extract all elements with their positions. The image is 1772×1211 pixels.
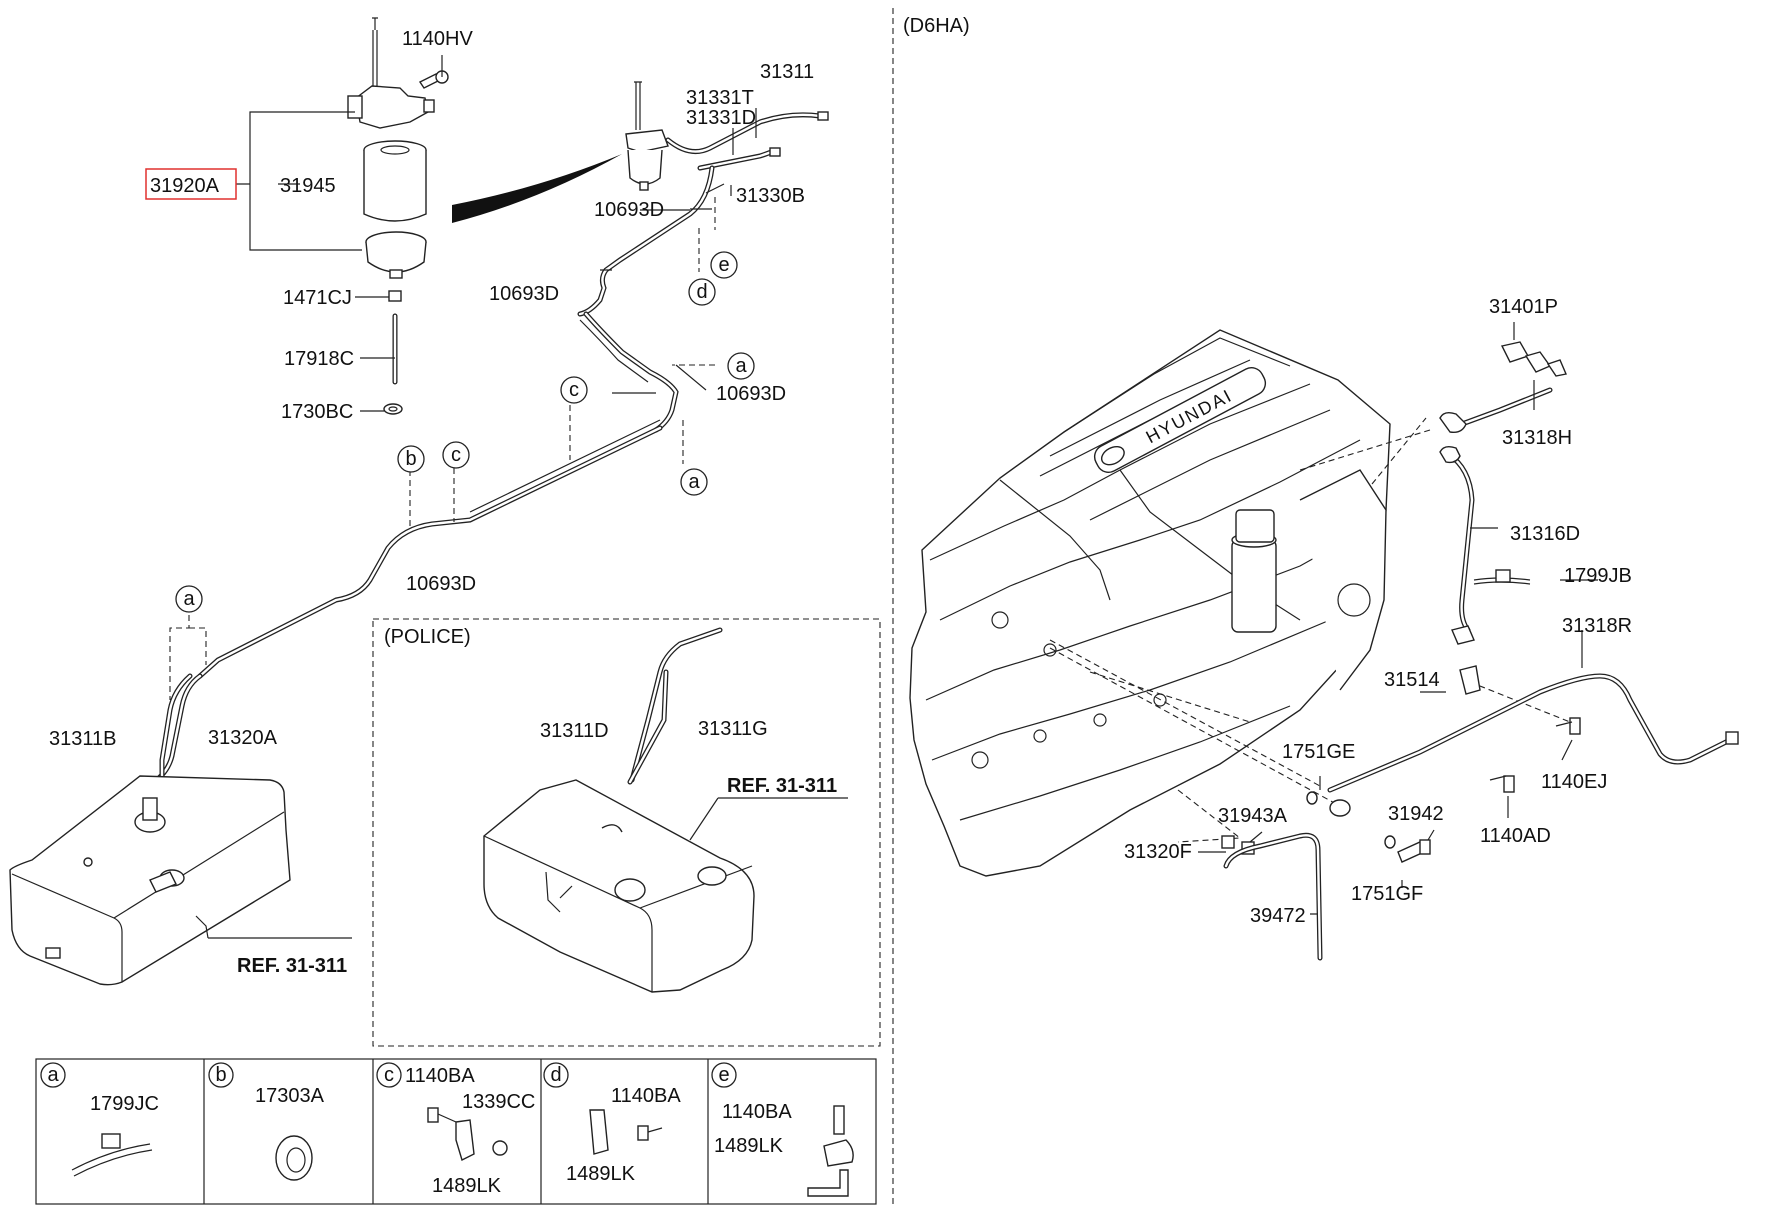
part-label-39472: 39472 [1250, 905, 1306, 927]
part-label-1751ge: 1751GE [1282, 741, 1355, 763]
part-label-31311b: 31311B [49, 728, 116, 750]
legend-c-part1: 1140BA [405, 1065, 475, 1087]
ref-label-tank: REF. 31-311 [237, 955, 347, 977]
part-label-1140ej: 1140EJ [1541, 771, 1607, 793]
part-label-1751gf: 1751GF [1351, 883, 1423, 905]
part-label-31514: 31514 [1384, 669, 1440, 691]
callout-c-2: c [442, 441, 470, 469]
part-label-31318r: 31318R [1562, 615, 1632, 637]
legend-key-d: d [543, 1062, 569, 1088]
legend-b-part: 17303A [255, 1085, 325, 1107]
fuel-tank [9, 775, 291, 986]
legend-e-part1: 1140BA [722, 1101, 792, 1123]
callout-c-1: c [560, 376, 588, 404]
callout-b-1: b [397, 445, 425, 473]
engine-section-label: (D6HA) [903, 15, 970, 37]
svg-text:b: b [215, 1064, 226, 1086]
callout-a-1: a [727, 352, 755, 380]
fuel-filter-assembly [347, 17, 449, 415]
part-label-10693d-1: 10693D [594, 199, 664, 221]
part-label-31311d: 31311D [540, 720, 609, 742]
svg-text:c: c [384, 1064, 394, 1086]
part-label-1140hv: 1140HV [402, 28, 473, 50]
part-label-31942: 31942 [1388, 803, 1444, 825]
legend-c-part3: 1489LK [432, 1175, 502, 1197]
svg-text:c: c [451, 444, 461, 466]
part-label-1730bc: 1730BC [281, 401, 353, 423]
legend-e-part2: 1489LK [714, 1135, 784, 1157]
part-label-10693d-3: 10693D [716, 383, 786, 405]
detail-legend [35, 1058, 877, 1205]
highlight-box [145, 168, 237, 200]
pointer-wedge [452, 154, 622, 223]
callout-e-top: e [710, 251, 738, 279]
fuel-line-routing [147, 81, 829, 793]
svg-text:d: d [550, 1064, 561, 1086]
legend-key-b: b [208, 1062, 234, 1088]
legend-c-part2: 1339CC [462, 1091, 535, 1113]
legend-d-part1: 1140BA [611, 1085, 681, 1107]
callout-a-3: a [175, 585, 203, 613]
part-label-1140ad: 1140AD [1480, 825, 1551, 847]
svg-text:a: a [688, 471, 700, 493]
part-label-31331t: 31331T [686, 87, 754, 109]
svg-text:d: d [696, 281, 707, 303]
svg-text:e: e [718, 254, 729, 276]
part-label-1799jb: 1799JB [1564, 565, 1632, 587]
part-label-17918c: 17918C [284, 348, 354, 370]
part-label-10693d-2: 10693D [489, 283, 559, 305]
engine-fuel-lines [1221, 341, 1739, 961]
legend-key-c: c [376, 1062, 402, 1088]
part-label-31320a: 31320A [208, 727, 278, 749]
callout-a-2: a [680, 468, 708, 496]
svg-text:a: a [47, 1064, 59, 1086]
part-label-31330b: 31330B [736, 185, 805, 207]
engine-label-leaders [1198, 322, 1598, 915]
part-label-31401p: 31401P [1489, 296, 1558, 318]
svg-text:c: c [569, 379, 579, 401]
ref-label-police: REF. 31-311 [727, 775, 837, 797]
legend-key-a: a [40, 1062, 66, 1088]
part-label-31945: 31945 [280, 175, 336, 197]
ref-pointer-police [689, 797, 848, 841]
police-frame [372, 618, 881, 1047]
svg-text:a: a [183, 588, 195, 610]
part-label-31316d: 31316D [1510, 523, 1580, 545]
police-label: (POLICE) [384, 626, 471, 648]
part-label-31320f: 31320F [1124, 841, 1192, 863]
part-label-31311g: 31311G [698, 718, 768, 740]
part-label-10693d-4: 10693D [406, 573, 476, 595]
assembly-bracket [236, 111, 362, 251]
legend-d-part2: 1489LK [566, 1163, 636, 1185]
part-label-31311: 31311 [760, 61, 814, 83]
svg-text:a: a [735, 355, 747, 377]
part-label-1471cj: 1471CJ [283, 287, 352, 309]
svg-text:e: e [718, 1064, 729, 1086]
part-label-31920a: 31920A [150, 175, 220, 197]
part-label-31331d: 31331D [686, 107, 756, 129]
callout-d-top: d [688, 278, 716, 306]
engine-block: HYUNDAI [909, 329, 1391, 877]
svg-text:b: b [405, 448, 416, 470]
ref-pointer-tank [195, 915, 352, 939]
police-tank [483, 627, 755, 993]
legend-key-e: e [711, 1062, 737, 1088]
part-label-31318h: 31318H [1502, 427, 1572, 449]
part-label-31943a: 31943A [1218, 805, 1288, 827]
callout-pointers [169, 197, 716, 700]
legend-a-part: 1799JC [90, 1093, 159, 1115]
